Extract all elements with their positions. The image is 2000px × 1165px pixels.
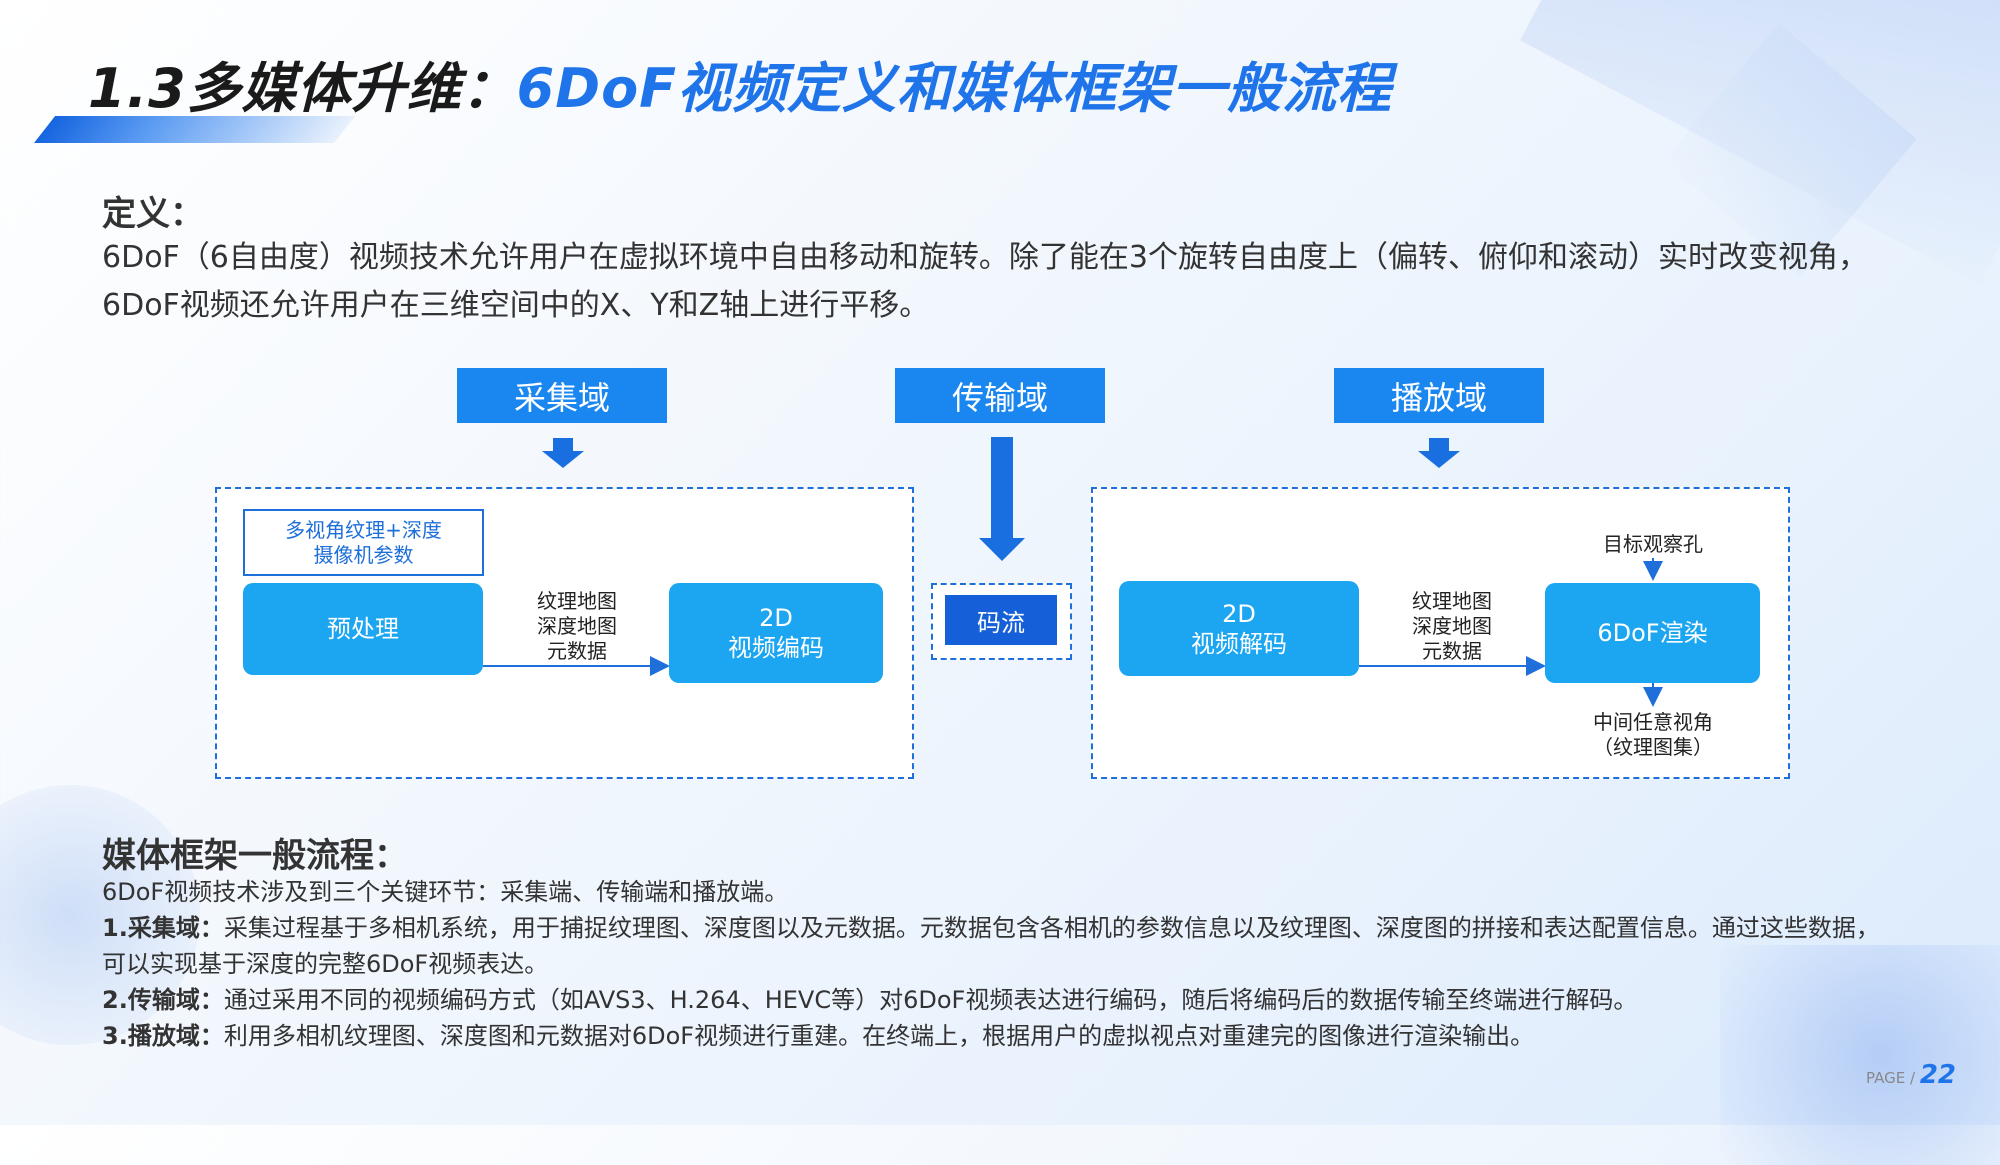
page-footer: PAGE / 22 — [1866, 1060, 1956, 1090]
flow-item-label: 1.采集域： — [102, 914, 224, 942]
output-line1: 中间任意视角 — [1593, 710, 1713, 734]
input-line1: 多视角纹理+深度 — [285, 517, 442, 542]
encode-line2: 视频编码 — [728, 634, 824, 662]
definition-body: 6DoF（6自由度）视频技术允许用户在虚拟环境中自由移动和旋转。除了能在3个旋转… — [102, 240, 1868, 323]
transport-down-arrow — [979, 437, 1025, 561]
render-6dof-box: 6DoF渲染 — [1545, 583, 1760, 683]
flow-item-text: 通过采用不同的视频编码方式（如AVS3、H.264、HEVC等）对6DoF视频表… — [223, 986, 1638, 1014]
preprocess-label: 预处理 — [327, 615, 399, 643]
title-highlight: 6DoF视频定义和媒体框架一般流程 — [516, 57, 1393, 120]
page-number: 22 — [1919, 1060, 1956, 1090]
metadata-label: 元数据 — [547, 639, 607, 663]
playback-down-arrow — [1418, 438, 1460, 468]
flow-item-label: 2.传输域： — [102, 986, 224, 1014]
metadata-label: 元数据 — [1422, 639, 1482, 663]
input-line2: 摄像机参数 — [313, 542, 414, 567]
render-label: 6DoF渲染 — [1597, 619, 1708, 647]
depth-map-label: 深度地图 — [537, 614, 617, 638]
capture-data-labels: 纹理地图 深度地图 元数据 — [502, 589, 652, 664]
flow-item-transport: 2.传输域：通过采用不同的视频编码方式（如AVS3、H.264、HEVC等）对6… — [102, 982, 1882, 1018]
depth-map-label: 深度地图 — [1412, 614, 1492, 638]
flow-heading: 媒体框架一般流程： — [102, 836, 408, 876]
flow-item-text: 采集过程基于多相机系统，用于捕捉纹理图、深度图以及元数据。元数据包含各相机的参数… — [102, 914, 1880, 978]
page-label: PAGE / — [1866, 1069, 1920, 1087]
flow-intro: 6DoF视频技术涉及到三个关键环节：采集端、传输端和播放端。 — [102, 878, 789, 906]
capture-domain-label: 采集域 — [457, 368, 667, 423]
definition-heading: 定义： — [102, 194, 204, 234]
flow-item-text: 利用多相机纹理图、深度图和元数据对6DoF视频进行重建。在终端上，根据用户的虚拟… — [223, 1022, 1535, 1050]
video-encode-box: 2D 视频编码 — [669, 583, 883, 683]
multiview-input-box: 多视角纹理+深度 摄像机参数 — [243, 509, 484, 576]
viewpoint-label: 目标观察孔 — [1603, 532, 1703, 556]
output-line2: （纹理图集） — [1593, 735, 1713, 759]
preprocess-box: 预处理 — [243, 583, 483, 675]
encode-line1: 2D — [759, 604, 793, 632]
texture-map-label: 纹理地图 — [1412, 589, 1492, 613]
flow-item-label: 3.播放域： — [102, 1022, 224, 1050]
transport-domain-label: 传输域 — [895, 368, 1105, 423]
flow-item-capture: 1.采集域：采集过程基于多相机系统，用于捕捉纹理图、深度图以及元数据。元数据包含… — [102, 910, 1882, 982]
title-prefix: 1.3多媒体升维： — [88, 57, 517, 120]
flow-arrows — [483, 437, 1663, 707]
texture-map-label: 纹理地图 — [537, 589, 617, 613]
capture-down-arrow — [542, 438, 584, 468]
flow-item-playback: 3.播放域：利用多相机纹理图、深度图和元数据对6DoF视频进行重建。在终端上，根… — [102, 1018, 1882, 1054]
video-decode-box: 2D 视频解码 — [1119, 581, 1359, 676]
decode-line1: 2D — [1222, 599, 1256, 628]
page-title: 1.3多媒体升维：6DoF视频定义和媒体框架一般流程 — [88, 44, 1392, 123]
decode-line2: 视频解码 — [1191, 629, 1287, 658]
output-view-labels: 中间任意视角 （纹理图集） — [1573, 710, 1733, 760]
playback-data-labels: 纹理地图 深度地图 元数据 — [1377, 589, 1527, 664]
playback-domain-label: 播放域 — [1334, 368, 1544, 423]
bitstream-label: 码流 — [945, 595, 1057, 645]
